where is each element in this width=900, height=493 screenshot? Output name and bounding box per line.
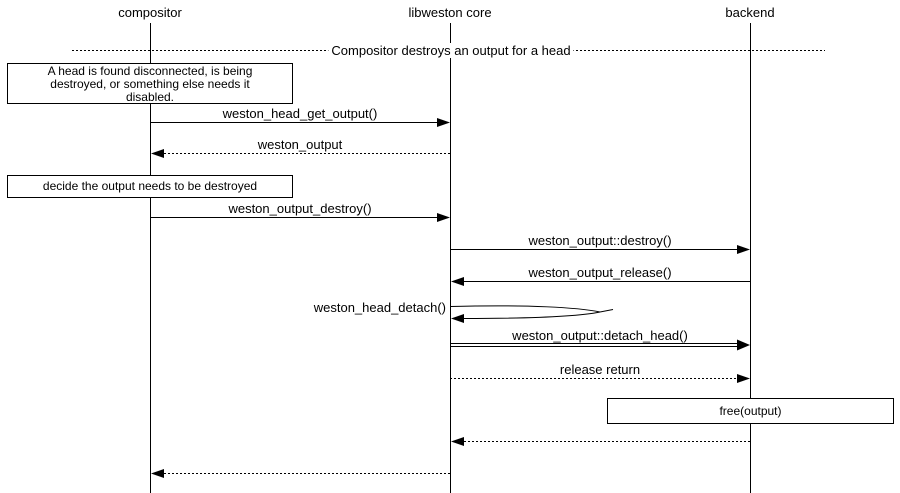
message-label-weston-output-destroy-vfunc: weston_output::destroy() <box>528 233 672 248</box>
arrowhead-left-core-return <box>151 469 164 478</box>
note-head-disconnected: A head is found disconnected, is being d… <box>7 63 293 104</box>
divider-label: Compositor destroys an output for a head <box>328 43 574 58</box>
participant-label-compositor: compositor <box>118 5 182 20</box>
message-label-weston-output-release: weston_output_release() <box>528 265 672 280</box>
note-line: A head is found disconnected, is being <box>47 64 253 78</box>
message-label-weston-output-detach-head: weston_output::detach_head() <box>512 328 688 343</box>
arrowhead-left-weston-head-detach <box>451 314 464 323</box>
arrowhead-left-weston-output-release <box>451 277 464 286</box>
participant-label-backend: backend <box>725 5 775 20</box>
note-free-output: free(output) <box>607 398 894 424</box>
arrowhead-left-weston-output-return <box>151 149 164 158</box>
message-label-weston-head-get-output: weston_head_get_output() <box>222 106 378 121</box>
arrowhead-right-weston-output-destroy <box>437 213 450 222</box>
message-label-weston-head-detach: weston_head_detach() <box>313 300 446 315</box>
message-label-weston-output-return: weston_output <box>257 137 343 152</box>
note-line: destroyed, or something else needs it <box>50 77 250 91</box>
note-decide-destroy: decide the output needs to be destroyed <box>7 175 293 198</box>
message-label-release-return: release return <box>559 362 641 377</box>
arrowhead-left-backend-return <box>451 437 464 446</box>
self-message-loop-weston-head-detach <box>450 305 601 319</box>
self-message-loop-tail <box>599 309 614 313</box>
message-label-weston-output-destroy: weston_output_destroy() <box>228 201 372 216</box>
arrowhead-right-weston-output-destroy-vfunc <box>737 245 750 254</box>
arrowhead-right-weston-head-get-output <box>437 118 450 127</box>
arrowhead-right-release-return <box>737 374 750 383</box>
arrowhead-right-weston-output-detach-head <box>737 339 750 351</box>
note-line: disabled. <box>125 90 175 104</box>
participant-label-libweston-core: libweston core <box>408 5 492 20</box>
